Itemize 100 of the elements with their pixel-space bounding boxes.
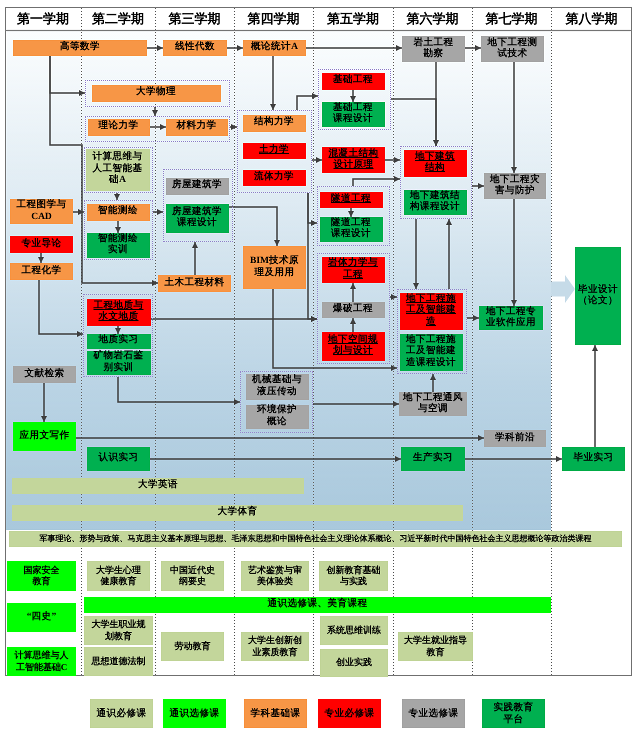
course-box: 毕业设计（论文） — [575, 247, 621, 345]
arrow — [413, 219, 419, 289]
course-box: 结构力学 — [242, 114, 306, 132]
arrow — [117, 377, 240, 405]
arrow — [38, 253, 44, 263]
arrow — [390, 294, 397, 300]
course-box: 大学体育 — [12, 505, 463, 521]
dotted-group-box — [84, 200, 153, 260]
course-box: 环境保护概论 — [246, 404, 308, 428]
course-box: 生产实习 — [401, 447, 465, 471]
arrow — [391, 98, 439, 146]
course-box: 理论力学 — [88, 118, 150, 136]
course-box: 地下空间规划与设计 — [322, 332, 384, 360]
course-box: 混凝土结构设计原理 — [322, 147, 385, 173]
course-box: 毕业实习 — [562, 447, 625, 471]
course-box: 概论统计A — [243, 40, 306, 56]
arrow — [350, 283, 356, 302]
course-box: 应用文写作 — [13, 422, 76, 451]
arrow — [115, 326, 121, 334]
arrow — [465, 45, 481, 51]
course-box: 文献检索 — [13, 366, 76, 383]
arrow — [467, 315, 479, 321]
arrow — [306, 45, 402, 51]
arrow — [348, 208, 354, 217]
course-box: 认识实习 — [87, 447, 150, 471]
course-box: 军事理论、形势与政策、马克思主义基本原理与思想、毛泽东思想和中国特色社会主义理论体系概论、习近平新时代中国特色社会主义思想概论等政治类课程 — [9, 531, 622, 547]
course-box: 学科前沿 — [484, 430, 546, 447]
arrow — [73, 209, 84, 215]
course-box: 地下工程施工及智能建造 — [400, 292, 462, 330]
arrow — [151, 316, 317, 322]
course-box: 地下工程专业软件应用 — [479, 306, 543, 330]
course-box: 材料力学 — [166, 118, 228, 136]
legend-label: 通识选修课 — [170, 708, 220, 720]
course-box: 国家安全教育 — [7, 561, 76, 591]
course-box: 计算思维与人工智能基础C — [7, 647, 76, 676]
arrow — [41, 383, 47, 422]
dotted-group-box — [240, 371, 313, 433]
arrow — [150, 456, 401, 462]
arrow — [227, 45, 243, 51]
course-box: 智能测绘实训 — [86, 232, 150, 258]
course-box: 计算思维与人工智能基础A — [86, 148, 150, 190]
course-box: 艺术鉴赏与审美体验类 — [241, 561, 309, 591]
dotted-group-box — [397, 289, 467, 374]
dotted-group-box — [83, 294, 153, 377]
course-box: 基础工程课程设计 — [322, 102, 384, 126]
arrow — [296, 93, 318, 110]
course-box: 专业导论 — [10, 236, 73, 253]
semester-header: 第七学期 — [486, 11, 538, 26]
arrow — [465, 456, 562, 462]
course-box: 隧道工程课程设计 — [320, 216, 382, 242]
dotted-group-box — [237, 110, 312, 193]
course-box: 劳动教育 — [161, 632, 224, 661]
arrow — [147, 45, 163, 51]
course-box: “四史” — [7, 603, 76, 632]
arrow — [385, 157, 400, 163]
arrow — [49, 56, 158, 286]
arrow — [38, 280, 83, 337]
arrow — [150, 124, 166, 130]
arrow — [153, 209, 163, 215]
course-box: 大学生创新创业素质教育 — [241, 632, 309, 661]
arrow — [592, 345, 598, 447]
course-box: 地下工程施工及智能建造课程设计 — [400, 334, 462, 370]
legend-label: 通识必修课 — [96, 708, 146, 720]
arrow — [192, 242, 198, 275]
course-box: 大学生心理健康教育 — [87, 561, 150, 591]
course-box: 岩土工程勘察 — [402, 36, 465, 62]
arrow — [472, 183, 484, 189]
arrow — [446, 219, 452, 289]
course-box: 基础工程 — [322, 72, 384, 90]
arrow — [230, 124, 237, 130]
course-box: 思想道德法制 — [84, 647, 153, 676]
course-box: 系统思维训练 — [320, 616, 388, 645]
dotted-group-box — [317, 186, 390, 246]
arrow — [229, 206, 280, 246]
arrow — [511, 199, 517, 306]
course-box: 土力学 — [242, 142, 306, 158]
arrow — [270, 56, 276, 110]
course-box: 中国近代史纲要史 — [161, 561, 224, 591]
course-box: 地下工程测试技术 — [481, 36, 544, 62]
legend-label: 实践教育平台 — [492, 702, 534, 726]
course-box: 地下工程通风与空调 — [399, 392, 467, 416]
arrow — [430, 374, 436, 392]
semester-header: 第二学期 — [92, 11, 144, 26]
dotted-group-box — [163, 169, 233, 242]
course-box: 创业实践 — [320, 649, 388, 677]
semester-header: 第一学期 — [17, 11, 69, 26]
course-box: 工程化学 — [10, 263, 73, 280]
arrow — [313, 401, 399, 407]
dotted-group-box — [85, 80, 230, 107]
arrow — [511, 62, 517, 173]
block-arrow — [551, 275, 575, 303]
course-box: 流体力学 — [242, 170, 306, 186]
course-box: 大学生职业规划教育 — [84, 616, 153, 645]
arrow — [350, 90, 356, 102]
dotted-group-box — [317, 253, 390, 364]
course-box: 通识选修课、美育课程 — [84, 597, 551, 613]
course-box: 矿物岩石鉴别实训 — [86, 350, 150, 374]
arrow — [352, 176, 400, 186]
course-box: 机械基础与液压传动 — [246, 374, 308, 400]
dotted-group-box — [85, 116, 230, 142]
